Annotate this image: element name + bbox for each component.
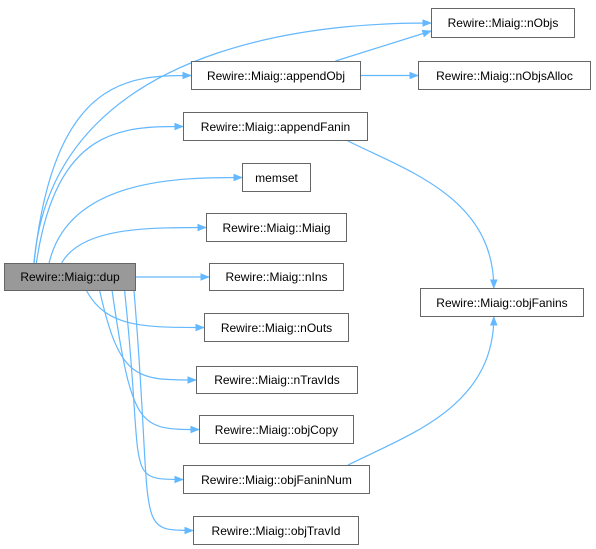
edge-objFaninNum-to-objFanins: [347, 316, 498, 466]
edge-appendFanin-to-objFanins: [347, 140, 498, 289]
edge-dup-to-appendFanin: [35, 122, 184, 264]
edge-dup-to-objFaninNum: [124, 290, 184, 484]
node-nOuts[interactable]: Rewire::Miaig::nOuts: [204, 313, 349, 342]
edge-dup-to-memset: [48, 173, 243, 264]
node-objTravId[interactable]: Rewire::Miaig::objTravId: [193, 516, 359, 545]
edge-appendObj-to-nObjs: [335, 29, 432, 62]
edge-dup-to-Miaig: [61, 223, 207, 264]
node-nTravIds[interactable]: Rewire::Miaig::nTravIds: [196, 366, 358, 394]
node-objCopy[interactable]: Rewire::Miaig::objCopy: [199, 415, 354, 444]
edge-dup-to-nTravIds: [99, 290, 197, 384]
node-Miaig[interactable]: Rewire::Miaig::Miaig: [206, 213, 347, 242]
node-nIns[interactable]: Rewire::Miaig::nIns: [209, 263, 344, 291]
node-nObjs[interactable]: Rewire::Miaig::nObjs: [431, 8, 575, 38]
node-appendObj[interactable]: Rewire::Miaig::appendObj: [191, 61, 361, 90]
edge-dup-to-objTravId: [133, 290, 194, 535]
node-memset[interactable]: memset: [242, 163, 311, 192]
node-appendFanin[interactable]: Rewire::Miaig::appendFanin: [183, 112, 368, 141]
node-dup[interactable]: Rewire::Miaig::dup: [4, 263, 136, 291]
node-objFanins[interactable]: Rewire::Miaig::objFanins: [420, 288, 584, 317]
edge-dup-to-nOuts: [86, 290, 205, 332]
edge-dup-to-appendObj: [33, 71, 192, 264]
node-objFaninNum[interactable]: Rewire::Miaig::objFaninNum: [183, 465, 370, 494]
node-nObjsAlloc[interactable]: Rewire::Miaig::nObjsAlloc: [418, 61, 591, 90]
edge-dup-to-objCopy: [111, 290, 200, 434]
edge-dup-to-nObjs: [33, 19, 432, 264]
